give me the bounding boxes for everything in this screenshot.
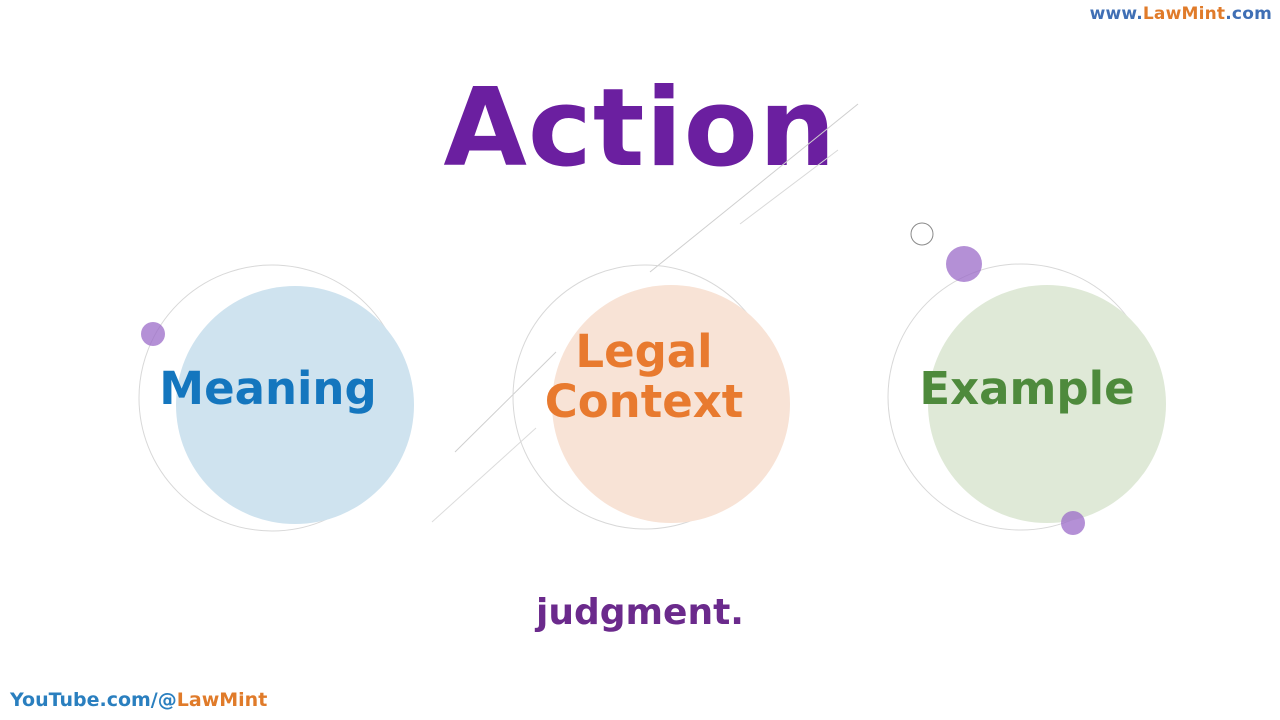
example-accent-ring	[910, 222, 934, 246]
example-label: Example	[919, 362, 1135, 415]
handle-prefix: YouTube.com/@	[10, 689, 177, 711]
url-suffix: .com	[1225, 4, 1272, 24]
handle-brand: LawMint	[176, 689, 268, 711]
url-prefix: www.	[1089, 4, 1143, 24]
meaning-label: Meaning	[159, 362, 377, 415]
website-url[interactable]: www.LawMint.com	[1090, 4, 1272, 24]
youtube-handle[interactable]: YouTube.com/@LawMint	[10, 689, 267, 711]
legal-context-line2: Context	[544, 375, 744, 429]
url-brand: LawMint	[1142, 4, 1226, 24]
legal-context-label: Legal Context	[516, 325, 772, 429]
example-accent-dot-bottom	[1061, 511, 1085, 535]
slide-title: Action	[443, 66, 837, 191]
example-accent-dot-top	[946, 246, 982, 282]
legal-context-line1: Legal	[575, 325, 713, 378]
deco-line	[431, 427, 537, 523]
caption-text: judgment.	[536, 592, 744, 633]
meaning-accent-dot	[141, 322, 165, 346]
